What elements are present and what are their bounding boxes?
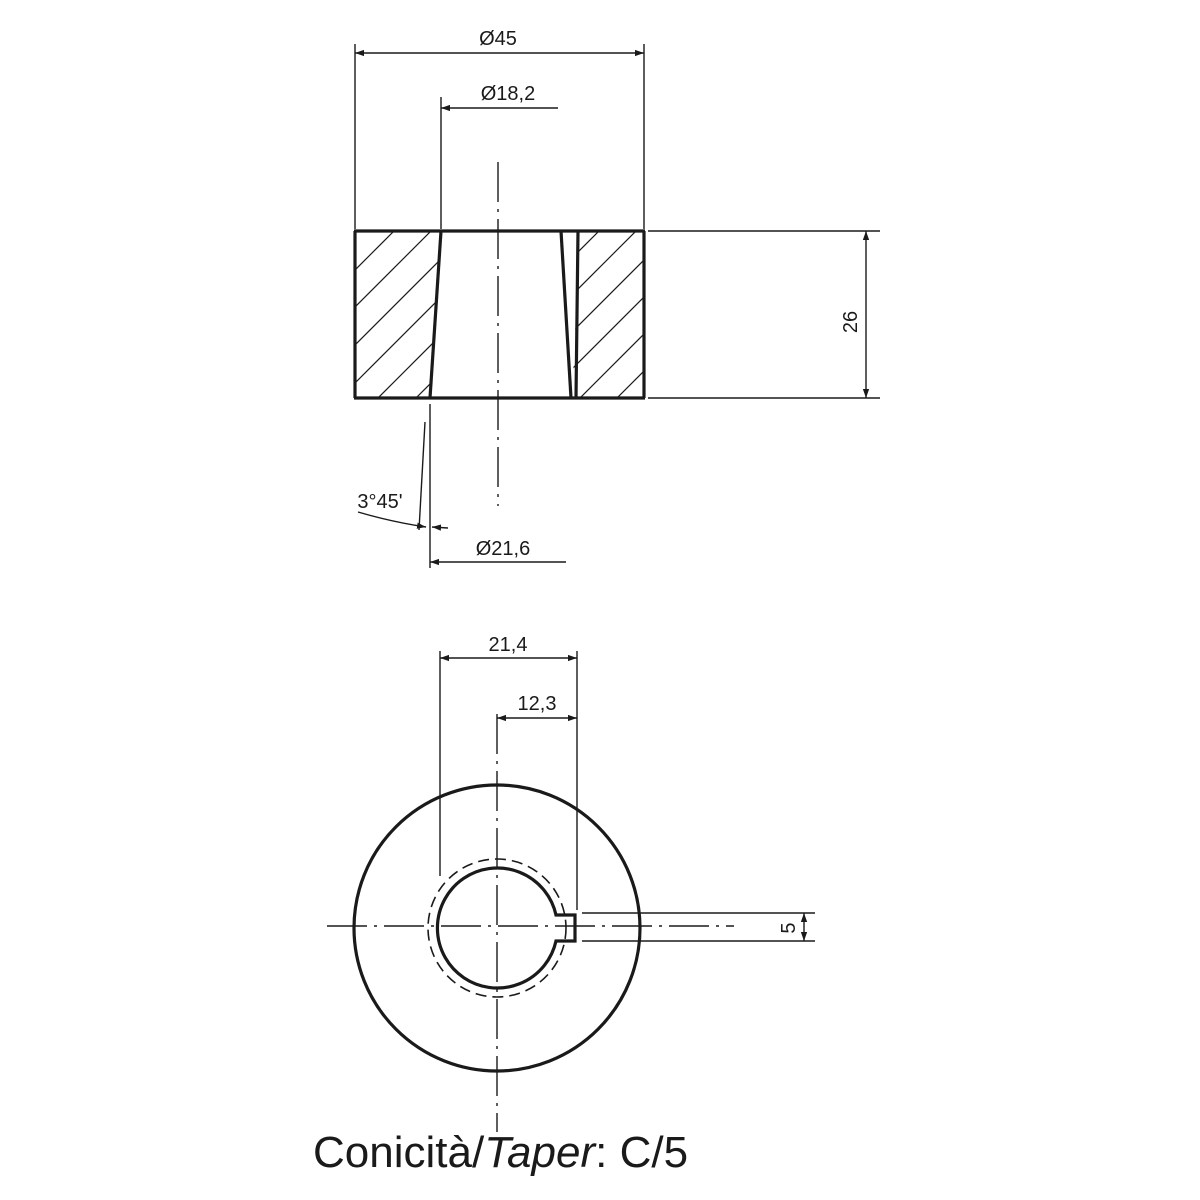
caption-label-en: Taper [484,1128,596,1177]
dim-height: 26 [840,311,862,333]
bore-right-taper [559,230,573,399]
taper-angle-arc [357,511,427,529]
bore-with-keyway [435,866,577,990]
dim-outer-diameter: Ø45 [479,28,517,50]
caption-separator: / [471,1128,485,1177]
dim-keyway-depth: 21,4 [489,634,528,656]
caption-colon: : [595,1128,620,1177]
dim-bore-bottom-diameter: Ø21,6 [476,538,530,560]
keyway-right-edge [574,230,580,399]
dim-taper-angle: 3°45' [357,491,402,513]
taper-angle-leg [418,421,426,531]
section-view: Ø45 Ø18,2 26 Ø21,6 3°45' [353,28,880,568]
bore-left-taper [428,230,443,399]
hatch-left [355,231,441,398]
taper-caption: Conicità/Taper: C/5 [313,1128,688,1178]
caption-label-it: Conicità [313,1128,472,1177]
dim-bore-top-diameter: Ø18,2 [481,83,535,105]
taper-angle-arrow-right [431,524,449,531]
caption-value: C/5 [619,1128,689,1177]
dim-keyway-offset: 12,3 [518,693,557,715]
dim-keyway-width: 5 [778,922,800,933]
end-view: 21,4 12,3 5 [327,634,815,1132]
